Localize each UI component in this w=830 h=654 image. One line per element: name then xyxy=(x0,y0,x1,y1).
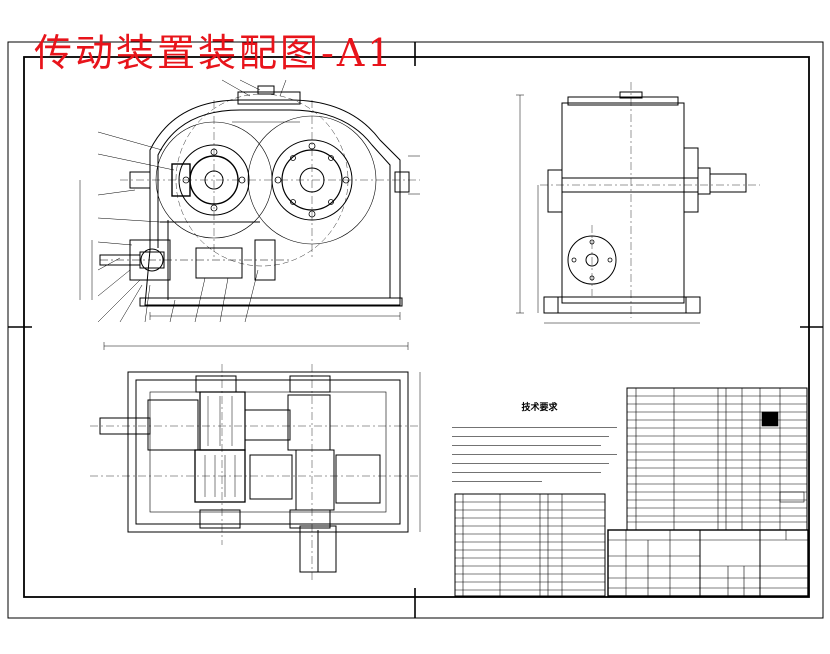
technical-notes: 技术要求 xyxy=(452,400,627,482)
technical-note-line xyxy=(452,437,601,446)
title-block xyxy=(607,529,809,597)
drawing-title: 传动装置装配图-A1 xyxy=(34,31,395,75)
technical-note-line xyxy=(452,446,617,455)
side-housing xyxy=(561,102,685,304)
housing-outline xyxy=(144,99,401,306)
technical-note-line xyxy=(452,428,609,437)
technical-note-line xyxy=(452,455,609,464)
plan-housing-outer xyxy=(127,371,409,533)
front-view xyxy=(79,85,420,320)
parts-list-right xyxy=(626,387,808,531)
centering-marks xyxy=(8,42,823,618)
technical-note-line xyxy=(452,464,601,473)
side-view xyxy=(516,82,760,324)
technical-notes-title: 技术要求 xyxy=(521,403,558,413)
technical-note-line xyxy=(452,419,617,428)
technical-note-line xyxy=(452,473,542,482)
top-view xyxy=(90,342,421,580)
front-view-leaders xyxy=(97,79,420,323)
parts-list-left xyxy=(454,493,606,597)
